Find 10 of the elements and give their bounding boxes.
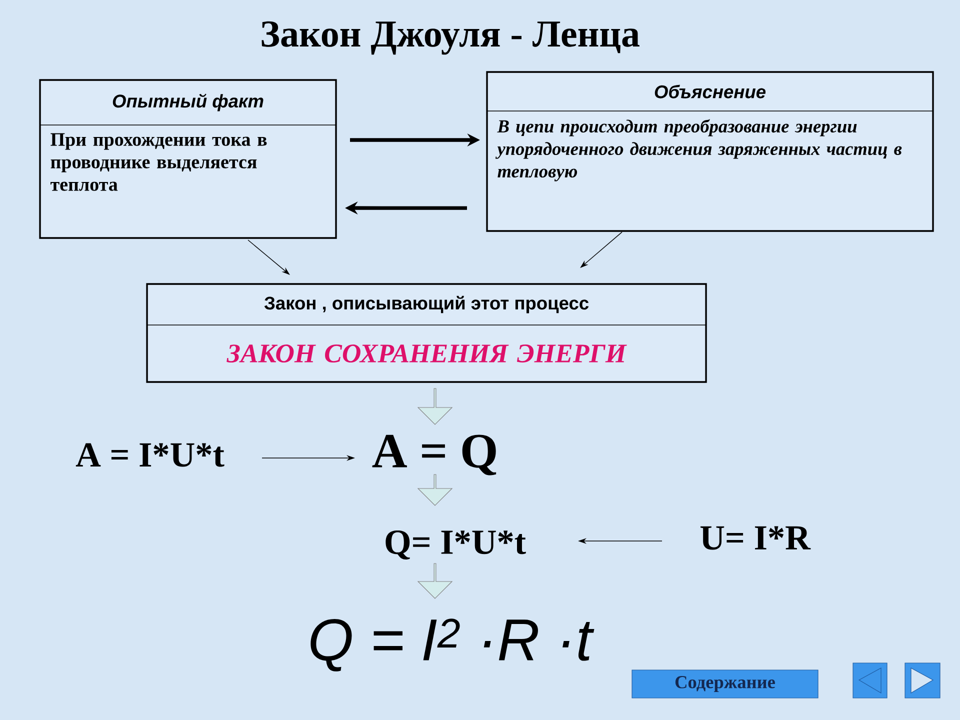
contents-button: Содержание bbox=[632, 670, 818, 698]
formula: A = Q bbox=[372, 434, 496, 476]
formula: Q= I*U*t bbox=[386, 530, 526, 560]
text-box: Опытный факт При прохождении тока в проводнике выделяется теплота bbox=[39, 79, 337, 239]
text-box: Закон , описывающий этот процесс ЗАКОН СОХРАНЕНИЯ ЭНЕРГИ bbox=[146, 283, 707, 383]
formula: A = I*U*t bbox=[76, 443, 224, 467]
text-box: Объяснение В цепи происходит преобразование энергии упорядоченного движения заряженных частиц в тепловую bbox=[486, 71, 934, 232]
title: Закон Джоуля - Ленца bbox=[262, 21, 640, 55]
formula: U= I*R bbox=[700, 526, 811, 550]
formula: Q = I$^{2}$ ·R ·t bbox=[310, 618, 594, 672]
